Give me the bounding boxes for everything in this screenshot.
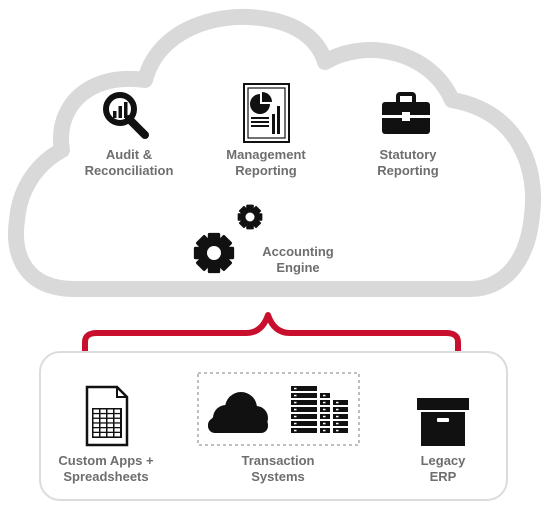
briefcase-icon [382,92,430,134]
transaction-systems-group [197,372,360,446]
audit-reconciliation-label: Audit &Reconciliation [84,147,174,178]
cloud-icon [208,392,268,433]
source-systems-box [39,351,508,501]
spreadsheet-document-icon [85,385,129,447]
magnifier-chart-icon [103,92,149,139]
custom-apps-label: Custom Apps +Spreadsheets [58,453,154,484]
archive-box-icon [417,398,469,446]
cloud-outline [8,8,542,297]
curly-brace [82,312,461,356]
gears-icon [193,204,263,274]
server-rack-icon [291,386,348,433]
report-document-icon [243,83,290,143]
